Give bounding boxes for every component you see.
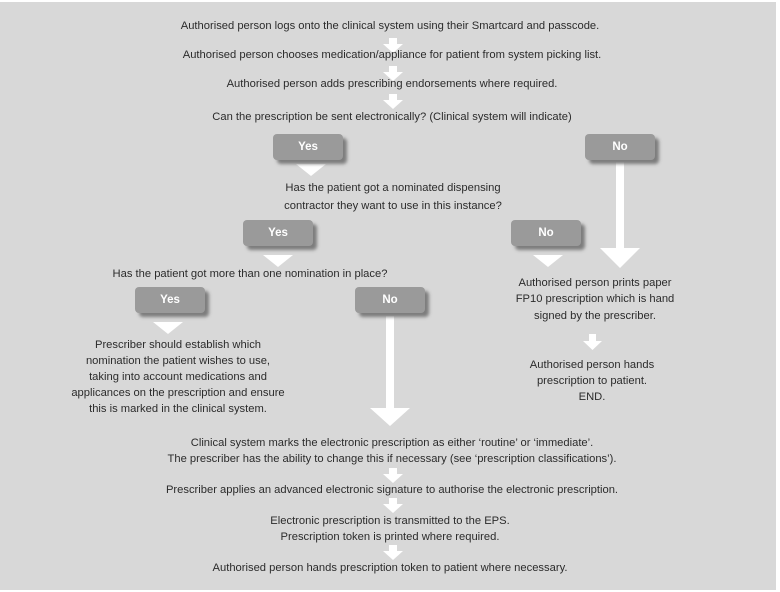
arrow-down-icon [383, 468, 403, 483]
arrow-down-icon [383, 94, 403, 109]
answer-no-multiple: No [355, 287, 425, 313]
answer-no-electronic: No [585, 134, 655, 160]
transmit-line-2: Prescription token is printed where requ… [280, 531, 500, 543]
arrow-down-icon [383, 38, 403, 53]
classify-line-2: The prescriber has the ability to change… [167, 453, 617, 465]
establish-line-2: nomination the patient wishes to use, [85, 355, 271, 367]
step-choose-medication: Authorised person chooses medication/app… [182, 49, 602, 61]
hand-paper-line-1: Authorised person hands [529, 359, 655, 371]
hand-paper-end: END. [578, 391, 606, 403]
step-login: Authorised person logs onto the clinical… [180, 20, 600, 32]
arrow-down-long-icon [370, 316, 410, 426]
arrow-down-icon [383, 66, 403, 81]
question-multiple-nominations: Has the patient got more than one nomina… [112, 268, 388, 280]
question-nominated-line-2: contractor they want to use in this inst… [284, 200, 502, 212]
arrow-down-icon [383, 498, 403, 513]
classify-line-1: Clinical system marks the electronic pre… [190, 437, 594, 449]
transmit-line-1: Electronic prescription is transmitted t… [270, 515, 510, 527]
question-send-electronically: Can the prescription be sent electronica… [212, 111, 572, 123]
hand-paper-line-2: prescription to patient. [536, 375, 648, 387]
establish-line-3: taking into account medications and [89, 371, 267, 383]
arrow-down-icon [263, 255, 293, 267]
answer-no-nominated: No [511, 220, 581, 246]
answer-yes-nominated: Yes [243, 220, 313, 246]
arrow-down-icon [383, 545, 403, 560]
establish-line-1: Prescriber should establish which [94, 339, 262, 351]
arrow-down-icon [583, 334, 602, 350]
answer-yes-electronic: Yes [273, 134, 343, 160]
step-add-endorsements: Authorised person adds prescribing endor… [226, 78, 558, 90]
question-nominated-line-1: Has the patient got a nominated dispensi… [285, 182, 501, 194]
arrow-down-long-icon [600, 162, 640, 268]
print-paper-line-3: signed by the prescriber. [534, 310, 656, 322]
step-hand-token: Authorised person hands prescription tok… [212, 562, 568, 574]
arrow-down-icon [153, 322, 183, 334]
arrow-down-icon [533, 255, 563, 267]
print-paper-line-1: Authorised person prints paper [518, 277, 672, 289]
establish-line-4: applicances on the prescription and ensu… [71, 387, 285, 399]
answer-yes-multiple: Yes [135, 287, 205, 313]
arrow-down-icon [296, 164, 326, 176]
step-electronic-signature: Prescriber applies an advanced electroni… [165, 484, 619, 496]
establish-line-5: this is marked in the clinical system. [89, 403, 267, 415]
print-paper-line-2: FP10 prescription which is hand [515, 293, 675, 305]
